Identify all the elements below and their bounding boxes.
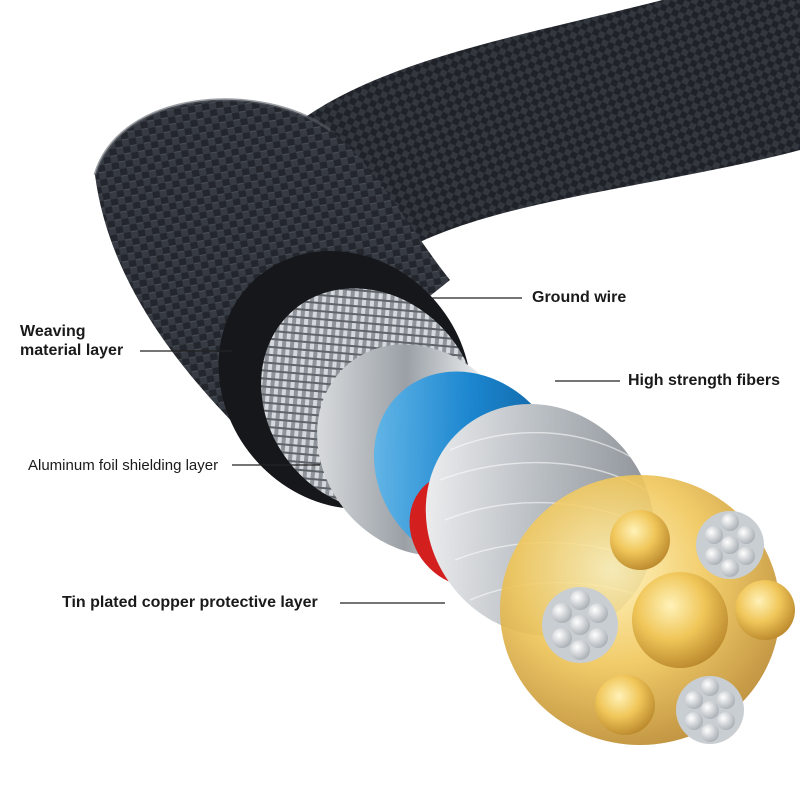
label-weaving-line1: Weaving	[20, 323, 86, 340]
gold-conductor	[735, 580, 795, 640]
gold-conductor	[595, 675, 655, 735]
label-tin-plated-copper: Tin plated copper protective layer	[62, 594, 318, 611]
gold-conductor	[632, 572, 728, 668]
silver-strand-bundle	[696, 511, 764, 579]
silver-strand-bundle	[542, 587, 618, 663]
silver-strand-bundle	[676, 676, 744, 744]
label-ground-wire: Ground wire	[532, 289, 627, 306]
label-weaving-line2: material layer	[20, 342, 124, 359]
label-high-strength-fibers: High strength fibers	[628, 372, 781, 389]
gold-conductor	[610, 510, 670, 570]
conductor-end-face	[542, 510, 795, 744]
label-aluminum-foil: Aluminum foil shielding layer	[28, 457, 219, 474]
